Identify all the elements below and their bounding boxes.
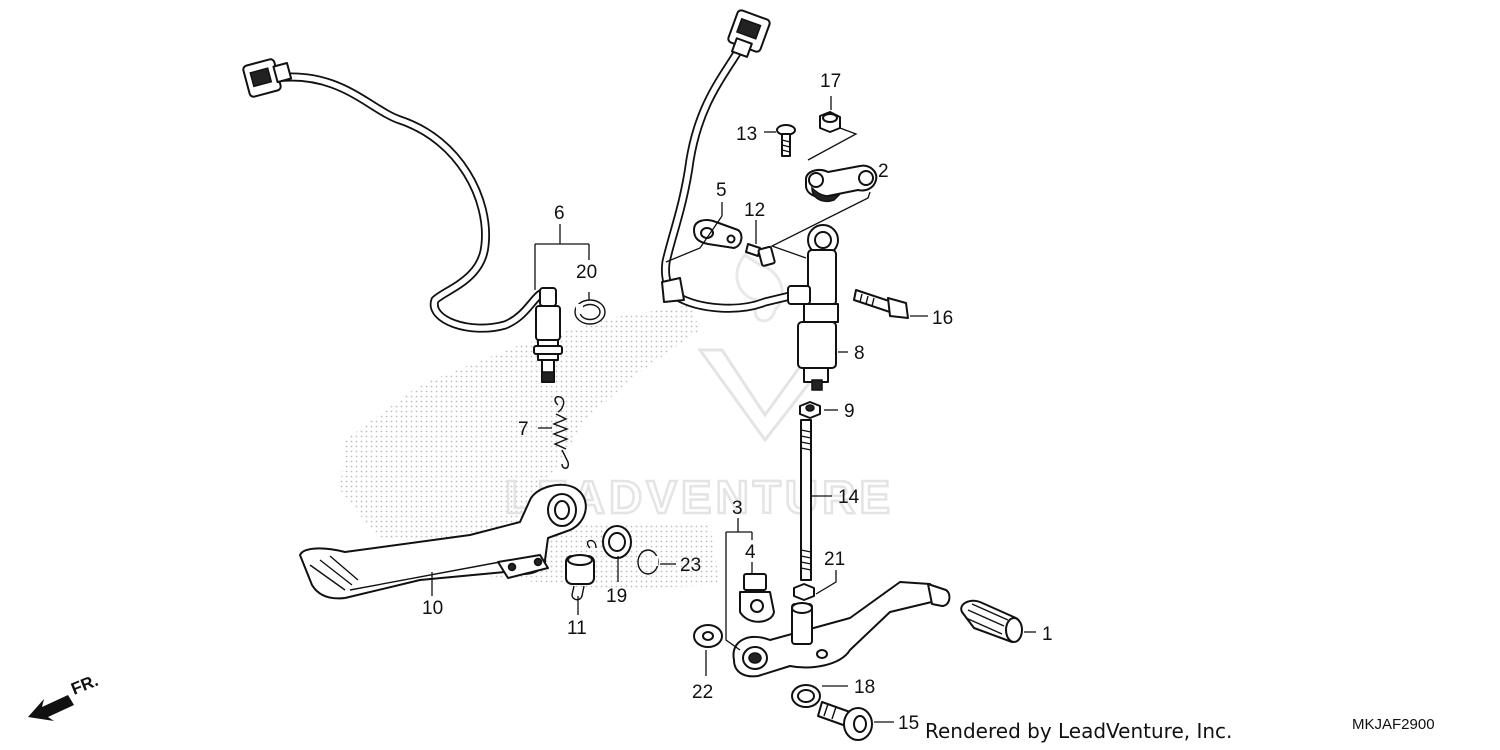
callout-11: 11 bbox=[567, 618, 587, 639]
pedal-pivot-11 bbox=[565, 539, 597, 601]
callout-21: 21 bbox=[824, 549, 845, 570]
hose-connector-left bbox=[242, 58, 293, 98]
brake-arm-3 bbox=[732, 581, 951, 678]
brake-pedal-10 bbox=[299, 483, 587, 600]
clevis-4 bbox=[739, 573, 775, 623]
callout-numbers: 1 2 3 4 5 6 7 8 9 10 11 12 13 14 15 16 1… bbox=[422, 71, 1053, 734]
e-clip-23 bbox=[637, 549, 659, 575]
callout-20: 20 bbox=[576, 262, 597, 283]
washer-18 bbox=[791, 684, 821, 708]
callout-7: 7 bbox=[518, 419, 529, 440]
hose-connector-right bbox=[727, 9, 771, 58]
washer-19 bbox=[602, 525, 632, 559]
return-spring-7 bbox=[552, 396, 570, 469]
brake-light-switch bbox=[533, 287, 563, 383]
pedal-rubber-1 bbox=[960, 599, 1023, 643]
callout-14: 14 bbox=[838, 487, 860, 508]
callout-17: 17 bbox=[820, 71, 841, 92]
callout-9: 9 bbox=[844, 401, 855, 422]
callout-4: 4 bbox=[745, 542, 756, 563]
leader-lines bbox=[431, 96, 1036, 723]
callout-19: 19 bbox=[606, 586, 627, 607]
front-direction-arrow: FR. bbox=[28, 671, 101, 721]
brake-hose-left bbox=[242, 58, 553, 333]
callout-5: 5 bbox=[716, 180, 727, 201]
direction-label: FR. bbox=[68, 671, 101, 699]
bolt-12 bbox=[745, 243, 776, 267]
render-credit: Rendered by LeadVenture, Inc. bbox=[925, 719, 1233, 743]
callout-1: 1 bbox=[1042, 624, 1053, 645]
washer-22 bbox=[693, 624, 723, 648]
master-cylinder-8 bbox=[787, 224, 839, 391]
nut-21 bbox=[793, 583, 815, 601]
brake-hose-right bbox=[661, 9, 795, 313]
callout-15: 15 bbox=[898, 713, 919, 734]
callout-23: 23 bbox=[680, 555, 701, 576]
bolt-16 bbox=[853, 289, 909, 319]
callout-8: 8 bbox=[854, 343, 865, 364]
callout-6: 6 bbox=[554, 203, 565, 224]
circlip-20 bbox=[574, 299, 606, 325]
callout-22: 22 bbox=[692, 682, 713, 703]
hose-clamp-5 bbox=[693, 219, 743, 249]
joint-arm-2 bbox=[805, 164, 878, 202]
callout-16: 16 bbox=[932, 308, 953, 329]
nut-9 bbox=[799, 401, 821, 419]
callout-12: 12 bbox=[744, 200, 765, 221]
callout-2: 2 bbox=[878, 161, 889, 182]
pivot-bolt-15 bbox=[817, 701, 873, 741]
nut-17 bbox=[819, 111, 841, 133]
callout-10: 10 bbox=[422, 598, 443, 619]
callout-3: 3 bbox=[732, 498, 743, 519]
bolt-13 bbox=[776, 124, 796, 157]
push-rod-14 bbox=[800, 419, 812, 581]
arrow-icon bbox=[28, 695, 74, 721]
callout-18: 18 bbox=[854, 677, 875, 698]
callout-13: 13 bbox=[736, 124, 757, 145]
diagram-code: MKJAF2900 bbox=[1352, 716, 1435, 733]
